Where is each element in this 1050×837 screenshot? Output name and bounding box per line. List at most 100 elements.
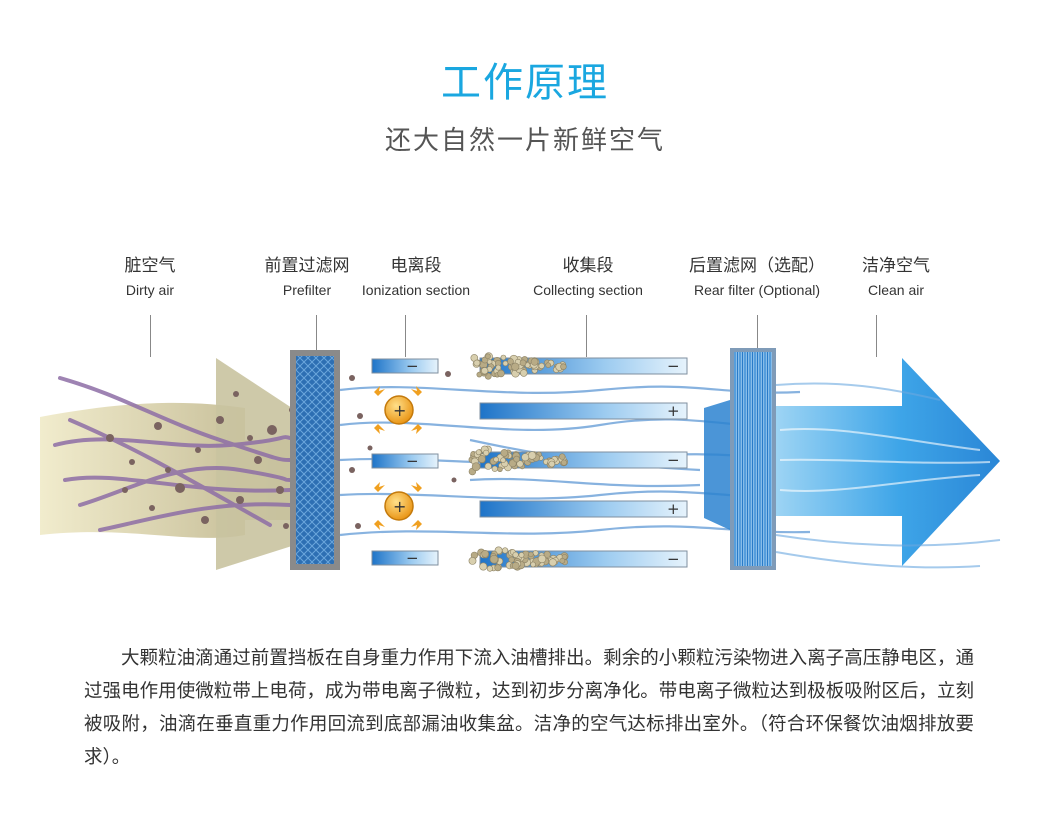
prefilter-mesh — [296, 356, 334, 564]
label-rear-filter: 后置滤网（选配） Rear filter (Optional) — [689, 253, 825, 301]
leader-line-rear-filter — [757, 315, 758, 357]
collected-particle — [520, 369, 528, 377]
collected-particle — [530, 357, 539, 366]
collected-particle — [484, 462, 492, 470]
collected-particle-clusters — [468, 352, 569, 572]
collected-particle — [479, 562, 488, 571]
leader-line-clean-air — [876, 315, 877, 357]
page-subtitle: 还大自然一片新鲜空气 — [384, 126, 665, 156]
collected-particle — [528, 551, 534, 558]
collected-particle — [521, 453, 530, 462]
collecting-plates: − + − + − — [479, 357, 688, 568]
collected-particle — [516, 460, 524, 468]
collecting-plate-2 — [479, 402, 688, 420]
page-title: 工作原理 — [441, 60, 609, 106]
collected-particle — [545, 362, 552, 369]
ionization-plate-2 — [371, 453, 439, 469]
collected-particle — [538, 362, 545, 370]
collected-particle — [481, 550, 489, 558]
label-ionization-cn: 电离段 — [390, 256, 442, 276]
clean-air-outflow — [775, 382, 1001, 569]
collected-particle — [511, 362, 520, 371]
collected-particle — [537, 554, 547, 564]
collected-particle — [559, 557, 566, 564]
collected-particle — [558, 453, 566, 460]
dirt-particles — [106, 391, 295, 529]
collected-particle — [494, 564, 502, 572]
collected-particle — [491, 465, 498, 472]
label-rear-filter-cn: 后置滤网（选配） — [689, 256, 825, 276]
leader-line-prefilter — [316, 315, 317, 357]
label-collecting-cn: 收集段 — [562, 256, 614, 276]
collected-particle — [512, 551, 519, 558]
collected-particle — [485, 353, 491, 360]
collecting-sign-3: − — [667, 451, 680, 469]
label-collecting: 收集段 Collecting section — [533, 253, 643, 301]
label-dirty-air-cn: 脏空气 — [124, 256, 176, 276]
collected-particle — [527, 451, 537, 460]
leader-line-dirty-air — [150, 315, 151, 357]
collecting-sign-4: + — [667, 500, 680, 518]
collected-particle — [497, 466, 503, 473]
collected-particle — [507, 358, 514, 365]
collected-particle — [493, 456, 499, 463]
collecting-sign-2: + — [667, 402, 680, 420]
collecting-sign-1: − — [667, 357, 680, 375]
charged-ion-1: + — [374, 386, 422, 434]
collected-particle — [500, 354, 507, 361]
leader-line-collecting — [586, 315, 587, 357]
dirty-air-currents — [53, 376, 292, 532]
collected-particle — [508, 556, 515, 563]
collected-particle — [471, 462, 481, 471]
collected-particle — [473, 359, 481, 367]
collected-particle — [519, 359, 527, 367]
collected-particle — [468, 556, 477, 565]
prefilter-particles — [349, 371, 457, 529]
label-ionization-en: Ionization section — [361, 282, 471, 298]
label-clean-air: 洁净空气 Clean air — [862, 253, 930, 301]
charged-ion-2: + — [374, 482, 422, 530]
collected-particle — [486, 565, 494, 572]
collected-particle — [502, 547, 509, 554]
label-rear-filter-en: Rear filter (Optional) — [693, 282, 821, 298]
collected-particle — [497, 369, 505, 378]
collected-particle — [530, 561, 536, 568]
ionization-sign-2: − — [406, 452, 419, 470]
collecting-sign-5: − — [667, 550, 680, 568]
dirty-air-arrow-head — [216, 358, 295, 570]
collected-particle — [548, 460, 556, 468]
label-dirty-air: 脏空气 Dirty air — [125, 253, 176, 301]
collected-particle — [483, 449, 490, 456]
collected-particle — [500, 457, 506, 463]
label-prefilter-cn: 前置过滤网 — [264, 256, 350, 276]
collected-particle — [489, 554, 499, 564]
label-clean-air-cn: 洁净空气 — [862, 256, 930, 276]
charged-ion-2-sign: + — [393, 497, 406, 516]
collected-particle — [548, 558, 557, 567]
collected-particle — [502, 360, 509, 367]
label-collecting-en: Collecting section — [533, 282, 643, 298]
collected-particle — [513, 455, 520, 463]
collected-particle — [560, 363, 567, 370]
label-ionization: 电离段 Ionization section — [362, 253, 470, 301]
collected-particle — [495, 364, 502, 371]
purification-diagram: − − − + + − + − + − — [40, 348, 1001, 572]
collected-particle — [518, 552, 525, 558]
collected-particle — [481, 367, 489, 375]
collected-particle — [477, 455, 486, 463]
charged-ion-1-sign: + — [393, 401, 406, 420]
collected-particle — [560, 459, 568, 466]
ionization-plate-3 — [371, 550, 439, 566]
description-paragraph: 大颗粒油滴通过前置挡板在自身重力作用下流入油槽排出。剩余的小颗粒污染物进入离子高… — [84, 648, 974, 768]
collected-particle — [500, 449, 509, 457]
ionization-sign-3: − — [406, 549, 419, 567]
label-clean-air-en: Clean air — [867, 282, 925, 298]
collected-particle — [543, 550, 551, 558]
rear-filter-inlet-shade — [704, 400, 730, 530]
rear-filter-pleats — [734, 352, 772, 566]
leader-line-ionization — [405, 315, 406, 357]
clean-air-streaks — [779, 428, 991, 493]
ionization-electrodes: − − − — [371, 357, 439, 567]
label-dirty-air-en: Dirty air — [125, 282, 175, 298]
collected-particle — [475, 449, 482, 456]
